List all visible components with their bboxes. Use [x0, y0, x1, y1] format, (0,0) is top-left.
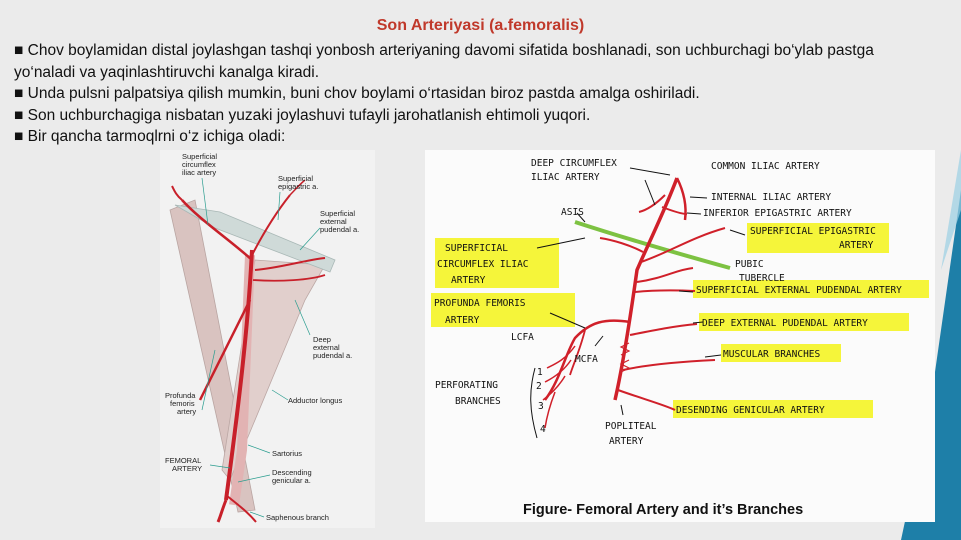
label-superficial-external-pudendal: SUPERFICIAL EXTERNAL PUDENDAL ARTERY: [696, 285, 902, 296]
label-deep-external-pudendal: external: [313, 343, 340, 352]
label-superficial-external-pudendal: pudendal a.: [320, 225, 359, 234]
label-deep-circumflex-iliac: DEEP CIRCUMFLEX: [531, 158, 617, 169]
label-superficial-external-pudendal: external: [320, 217, 347, 226]
highlight: [699, 313, 909, 331]
label-pubic-tubercle: PUBIC: [735, 259, 764, 270]
bullet-item: ■ Son uchburchagiga nisbatan yuzaki joyl…: [14, 106, 591, 124]
label-lcfa: LCFA: [511, 332, 534, 343]
label-perforating-number: 4: [540, 424, 546, 435]
label-superficial-epigastric: epigastric a.: [278, 182, 318, 191]
label-deep-circumflex-iliac: ILIAC ARTERY: [531, 172, 600, 183]
label-profunda-femoris: artery: [177, 407, 196, 416]
femoral-branches-diagram: DEEP CIRCUMFLEX ILIAC ARTERY COMMON ILIA…: [425, 150, 935, 522]
label-pubic-tubercle: TUBERCLE: [739, 273, 785, 284]
label-inferior-epigastric: INFERIOR EPIGASTRIC ARTERY: [703, 208, 852, 219]
label-profunda-femoris: PROFUNDA FEMORIS: [434, 298, 526, 309]
label-asis: ASIS: [561, 207, 584, 218]
highlight: [435, 238, 559, 288]
label-superficial-circumflex-iliac: ARTERY: [451, 275, 486, 286]
label-internal-iliac: INTERNAL ILIAC ARTERY: [711, 192, 831, 203]
label-superficial-external-pudendal: Superficial: [320, 209, 355, 218]
label-superficial-epigastric: Superficial: [278, 174, 313, 183]
label-muscular-branches: MUSCULAR BRANCHES: [723, 349, 821, 360]
label-perforating-branches: BRANCHES: [455, 396, 501, 407]
label-profunda-femoris: femoris: [170, 399, 195, 408]
label-deep-external-pudendal: DEEP EXTERNAL PUDENDAL ARTERY: [702, 318, 868, 329]
label-profunda-femoris: ARTERY: [445, 315, 480, 326]
anatomy-illustration: Superficial circumflex iliac artery Supe…: [160, 150, 375, 528]
label-superficial-circumflex-iliac: Superficial: [182, 152, 217, 161]
bullet-item: ■ Chov boylamidan distal joylashgan tash…: [14, 42, 874, 81]
label-sartorius: Sartorius: [272, 449, 302, 458]
figure-caption: Figure- Femoral Artery and it’s Branches: [523, 502, 804, 518]
label-descending-genicular: DESENDING GENICULAR ARTERY: [676, 405, 825, 416]
bullet-item: ■ Bir qancha tarmoqlrni o‘z ichiga oladi…: [14, 128, 286, 145]
label-perforating-branches: PERFORATING: [435, 380, 498, 391]
highlight: [673, 400, 873, 418]
highlight: [693, 280, 929, 298]
label-superficial-epigastric: ARTERY: [839, 240, 874, 251]
label-superficial-epigastric: SUPERFICIAL EPIGASTRIC: [750, 226, 876, 237]
label-superficial-circumflex-iliac: circumflex: [182, 160, 216, 169]
label-superficial-circumflex-iliac: CIRCUMFLEX ILIAC: [437, 259, 529, 270]
decorative-corner-shape: [901, 150, 961, 540]
label-perforating-number: 2: [536, 381, 542, 392]
label-popliteal: POPLITEAL: [605, 421, 657, 432]
highlight: [431, 293, 575, 327]
label-superficial-circumflex-iliac: iliac artery: [182, 168, 216, 177]
label-perforating-number: 3: [538, 401, 544, 412]
label-mcfa: MCFA: [575, 354, 598, 365]
highlight: [721, 344, 841, 362]
label-saphenous-branch: Saphenous branch: [266, 513, 329, 522]
bullet-list: ■ Chov boylamidan distal joylashgan tash…: [14, 40, 914, 148]
label-common-iliac: COMMON ILIAC ARTERY: [711, 161, 820, 172]
label-femoral-artery: ARTERY: [172, 464, 202, 473]
label-superficial-circumflex-iliac: SUPERFICIAL: [445, 243, 508, 254]
slide-title: Son Arteriyasi (a.femoralis): [376, 17, 585, 34]
bullet-item: ■ Unda pulsni palpatsiya qilish mumkin, …: [14, 85, 700, 102]
label-deep-external-pudendal: Deep: [313, 335, 331, 344]
label-femoral-artery: FEMORAL: [165, 456, 201, 465]
label-perforating-number: 1: [537, 367, 543, 378]
label-profunda-femoris: Profunda: [165, 391, 196, 400]
label-popliteal: ARTERY: [609, 436, 644, 447]
label-descending-genicular: genicular a.: [272, 476, 311, 485]
highlight: [747, 223, 889, 253]
label-deep-external-pudendal: pudendal a.: [313, 351, 352, 360]
label-adductor-longus: Adductor longus: [288, 396, 342, 405]
label-descending-genicular: Descending: [272, 468, 312, 477]
